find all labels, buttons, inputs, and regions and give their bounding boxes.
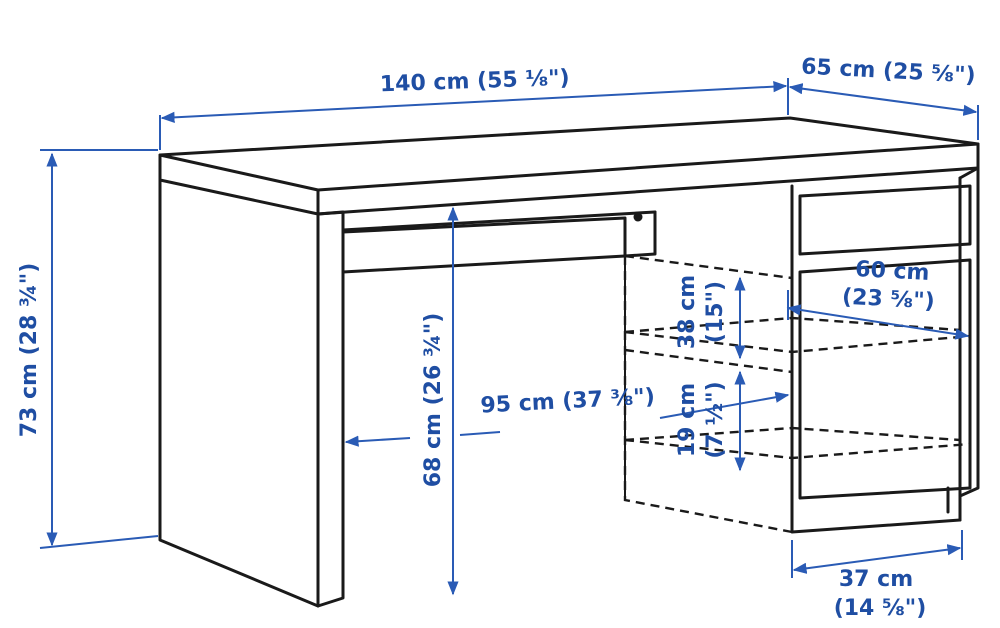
lower-shelf-height-in: (7 ½") [703, 381, 728, 458]
depth-dimension-line [788, 83, 978, 116]
top-drawer-front [798, 184, 972, 256]
shelf-depth-dimension-line [786, 304, 970, 340]
screw-icon [633, 212, 643, 222]
upper-shelf-height-cm: 38 cm [675, 275, 700, 349]
cabinet-width-in: (14 ⅝") [834, 596, 927, 621]
width-label: 140 cm (55 ⅛") [379, 66, 570, 98]
upper-shelf-height-in: (15") [703, 281, 728, 343]
total-height-label: 73 cm (28 ¾") [17, 263, 42, 438]
width-dimension-line [160, 81, 788, 123]
drawer-cabinet [623, 166, 980, 534]
depth-label: 65 cm (25 ⅝") [801, 54, 977, 88]
knee-width-label: 95 cm (37 ⅜") [480, 384, 656, 418]
shelf-depth-in: (23 ⅝") [841, 285, 935, 315]
desk-drawing [158, 116, 980, 608]
cabinet-width-dimension-line [792, 544, 962, 574]
lower-shelf-height-cm: 19 cm [675, 383, 700, 457]
desk-top [158, 116, 980, 216]
knee-width-dimension-line-left [344, 435, 411, 447]
cabinet-width-cm: 37 cm [839, 567, 913, 592]
bottom-cabinet-door [798, 258, 972, 500]
knee-width-dimension-line-right [659, 391, 790, 419]
dimension-lines [39, 78, 979, 596]
knee-height-label: 68 cm (26 ¾") [421, 313, 446, 488]
left-leg-panel [158, 178, 345, 608]
cable-management-panel [341, 210, 657, 274]
shelf-depth-cm: 60 cm [855, 257, 930, 286]
